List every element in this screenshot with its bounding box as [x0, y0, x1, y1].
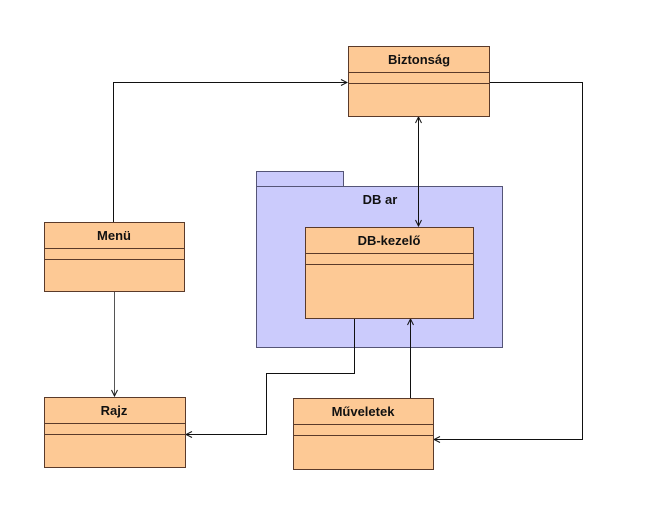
class-rajz[interactable]: Rajz [44, 397, 186, 468]
relation-biztonsag-muveletek[interactable] [434, 82, 583, 440]
class-name: Rajz [101, 403, 128, 418]
class-db-kezelo[interactable]: DB-kezelő [305, 227, 474, 319]
class-name: Menü [97, 228, 131, 243]
class-muveletek[interactable]: Műveletek [293, 398, 434, 470]
class-biztonsag[interactable]: Biztonság [348, 46, 490, 117]
class-menu[interactable]: Menü [44, 222, 185, 292]
class-name: Biztonság [388, 52, 450, 67]
relation-menu-biztonsag[interactable] [113, 83, 348, 223]
class-name: Műveletek [332, 404, 396, 419]
package-label: DB ar [363, 192, 398, 207]
package-tab [256, 171, 344, 187]
relation-dbkezelo-rajz[interactable] [186, 318, 355, 435]
class-name: DB-kezelő [358, 233, 421, 248]
